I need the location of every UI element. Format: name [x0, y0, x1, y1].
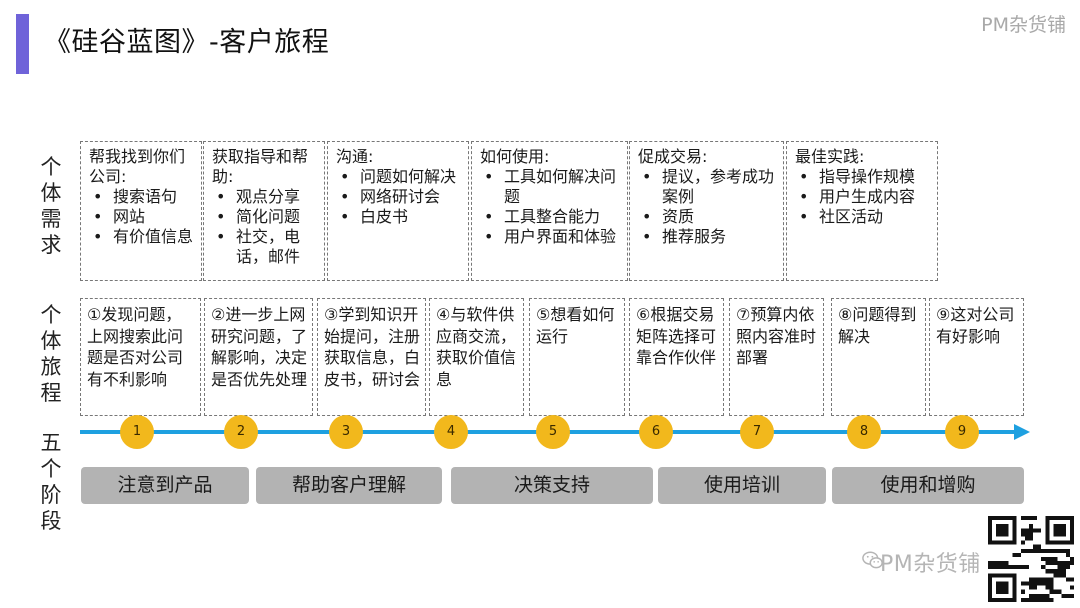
need-item: 社交，电话，邮件 — [212, 227, 318, 267]
stage-block: 使用培训 — [658, 467, 826, 504]
need-item: 工具如何解决问题 — [480, 167, 621, 207]
journey-step: ②进一步上网研究问题，了解影响，决定是否优先处理 — [204, 298, 313, 416]
need-item: 社区活动 — [795, 207, 931, 227]
timeline-node: 5 — [536, 415, 570, 449]
stages-row-label: 五个阶段 — [40, 431, 62, 533]
qr-code-icon — [988, 516, 1074, 602]
timeline-node: 9 — [945, 415, 979, 449]
brand-watermark-bottom: PM杂货铺 — [880, 552, 981, 577]
page-title: 《硅谷蓝图》-客户旅程 — [44, 27, 330, 58]
timeline-node: 3 — [329, 415, 363, 449]
timeline-arrow-icon — [1014, 424, 1030, 440]
need-item: 网站 — [89, 207, 195, 227]
need-list: 观点分享简化问题社交，电话，邮件 — [212, 187, 318, 267]
need-list: 搜索语句网站有价值信息 — [89, 187, 195, 247]
need-item: 用户界面和体验 — [480, 227, 621, 247]
need-item: 推荐服务 — [638, 227, 777, 247]
need-item: 观点分享 — [212, 187, 318, 207]
journey-step: ①发现问题，上网搜索此问题是否对公司有不利影响 — [80, 298, 201, 416]
need-box: 沟通:问题如何解决网络研讨会白皮书 — [327, 141, 469, 281]
timeline-node: 7 — [740, 415, 774, 449]
need-list: 提议，参考成功案例资质推荐服务 — [638, 167, 777, 247]
timeline-node: 6 — [639, 415, 673, 449]
stage-block: 使用和增购 — [832, 467, 1024, 504]
stage-block: 注意到产品 — [81, 467, 249, 504]
need-list: 工具如何解决问题工具整合能力用户界面和体验 — [480, 167, 621, 247]
need-item: 提议，参考成功案例 — [638, 167, 777, 207]
timeline-node: 2 — [224, 415, 258, 449]
need-list: 指导操作规模用户生成内容社区活动 — [795, 167, 931, 227]
timeline-node: 4 — [434, 415, 468, 449]
need-heading: 最佳实践: — [795, 147, 865, 166]
need-box: 帮我找到你们公司:搜索语句网站有价值信息 — [80, 141, 202, 281]
need-heading: 如何使用: — [480, 147, 550, 166]
need-item: 指导操作规模 — [795, 167, 931, 187]
stage-block: 帮助客户理解 — [256, 467, 442, 504]
need-box: 获取指导和帮助:观点分享简化问题社交，电话，邮件 — [203, 141, 325, 281]
journey-step: ⑨这对公司有好影响 — [929, 298, 1024, 416]
stage-block: 决策支持 — [451, 467, 653, 504]
timeline-node: 8 — [847, 415, 881, 449]
need-item: 简化问题 — [212, 207, 318, 227]
brand-watermark: PM杂货铺 — [981, 14, 1066, 36]
need-item: 白皮书 — [336, 207, 462, 227]
need-list: 问题如何解决网络研讨会白皮书 — [336, 167, 462, 227]
need-heading: 促成交易: — [638, 147, 708, 166]
journey-step: ⑥根据交易矩阵选择可靠合作伙伴 — [629, 298, 724, 416]
needs-row-label: 个体需求 — [40, 155, 62, 257]
need-item: 问题如何解决 — [336, 167, 462, 187]
journey-row-label: 个体旅程 — [40, 303, 62, 405]
wechat-icon — [862, 551, 883, 569]
need-item: 资质 — [638, 207, 777, 227]
need-item: 用户生成内容 — [795, 187, 931, 207]
need-item: 有价值信息 — [89, 227, 195, 247]
need-item: 搜索语句 — [89, 187, 195, 207]
need-heading: 帮我找到你们公司: — [89, 147, 186, 186]
timeline-node: 1 — [120, 415, 154, 449]
journey-step: ③学到知识开始提问，注册获取信息，白皮书，研讨会 — [317, 298, 426, 416]
need-box: 促成交易:提议，参考成功案例资质推荐服务 — [629, 141, 784, 281]
journey-step: ⑦预算内依照内容准时部署 — [729, 298, 824, 416]
need-heading: 沟通: — [336, 147, 374, 166]
journey-step: ④与软件供应商交流，获取价值信息 — [429, 298, 524, 416]
journey-step: ⑤想看如何运行 — [529, 298, 625, 416]
need-item: 网络研讨会 — [336, 187, 462, 207]
journey-step: ⑧问题得到解决 — [831, 298, 926, 416]
need-box: 最佳实践:指导操作规模用户生成内容社区活动 — [786, 141, 938, 281]
need-item: 工具整合能力 — [480, 207, 621, 227]
title-accent-bar — [16, 14, 29, 74]
need-box: 如何使用:工具如何解决问题工具整合能力用户界面和体验 — [471, 141, 628, 281]
need-heading: 获取指导和帮助: — [212, 147, 309, 186]
